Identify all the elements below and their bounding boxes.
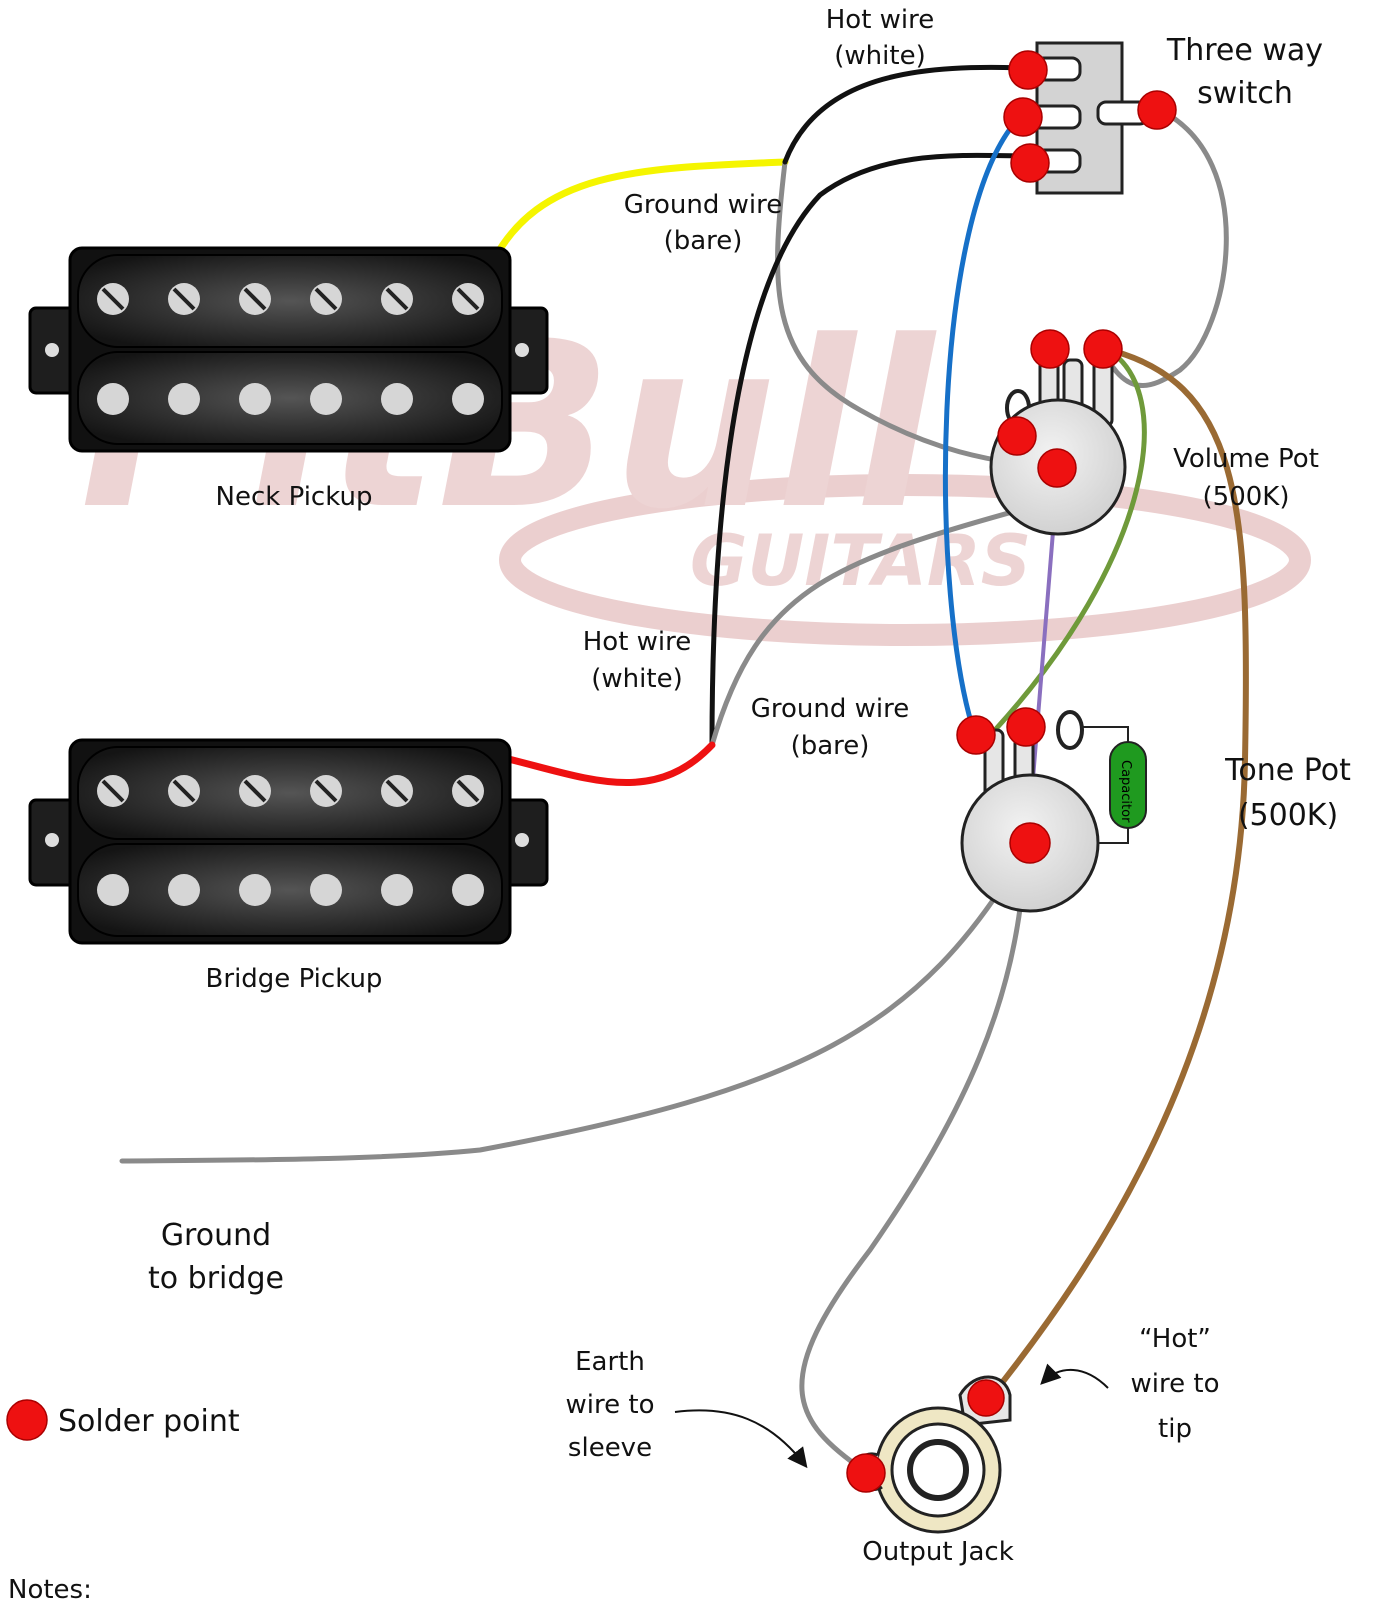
legend-solder-icon <box>6 1399 48 1441</box>
bridge-slug-poles <box>97 874 484 906</box>
wires <box>119 64 1249 1475</box>
wire-red-bridge <box>488 741 716 786</box>
legend-label: Solder point <box>58 1404 240 1439</box>
ground-wire-top-line1: Ground wire <box>624 190 783 220</box>
wire-black-neck-hot <box>782 64 1028 165</box>
earth-wire-line1: Earth <box>575 1347 645 1377</box>
earth-wire-line2: wire to <box>566 1390 655 1420</box>
solder-point <box>1137 90 1177 130</box>
arrow-to-tip <box>1040 1363 1109 1389</box>
ground-to-bridge-line1: Ground <box>161 1218 271 1253</box>
neck-slug-poles <box>97 383 484 415</box>
bridge-pickup-label: Bridge Pickup <box>206 964 383 994</box>
ground-wire-mid-line1: Ground wire <box>751 694 910 724</box>
capacitor-label: Capacitor <box>1118 760 1133 823</box>
solder-points <box>846 50 1177 1493</box>
solder-point <box>956 715 996 755</box>
hot-wire-top-line1: Hot wire <box>826 5 935 35</box>
wire-brown <box>987 345 1249 1401</box>
hot-wire-mid-line1: Hot wire <box>583 627 692 657</box>
volume-pot-label-line1: Volume Pot <box>1173 444 1319 474</box>
solder-point <box>1006 707 1046 747</box>
solder-point <box>1037 448 1077 488</box>
switch-label-line2: switch <box>1197 76 1293 111</box>
solder-point <box>1009 822 1051 864</box>
solder-point <box>1008 50 1048 90</box>
wire-yellow <box>488 158 789 267</box>
arrows <box>674 1363 1109 1469</box>
hot-tip-line1: “Hot” <box>1139 1324 1211 1354</box>
hot-tip-line2: wire to <box>1131 1369 1220 1399</box>
wire-gray-bridge-ground <box>709 497 1058 748</box>
neck-screw-poles <box>97 283 484 315</box>
arrow-to-sleeve <box>674 1409 808 1469</box>
hot-tip-line3: tip <box>1158 1414 1192 1444</box>
ground-wire-mid-line2: (bare) <box>791 731 870 761</box>
switch-label-line1: Three way <box>1166 33 1323 68</box>
solder-point <box>1003 97 1043 137</box>
ground-to-bridge-line2: to bridge <box>148 1261 284 1296</box>
wire-gray-earth <box>799 847 1028 1475</box>
capacitor-body <box>1109 741 1147 829</box>
output-jack-label: Output Jack <box>862 1537 1014 1567</box>
wire-black-bridge-hot <box>709 152 1028 748</box>
solder-point <box>1030 329 1070 369</box>
wire-gray-switch-out <box>1099 107 1229 389</box>
earth-wire-line3: sleeve <box>568 1433 652 1463</box>
solder-point <box>967 1379 1005 1417</box>
solder-point <box>997 416 1037 456</box>
tone-pot-label-line2: (500K) <box>1238 798 1338 833</box>
bridge-pickup <box>28 738 549 945</box>
hot-wire-mid-line2: (white) <box>591 664 682 694</box>
neck-pickup <box>28 246 549 453</box>
wire-green <box>992 345 1147 733</box>
wire-blue <box>942 114 1023 738</box>
tone-pot-label-line1: Tone Pot <box>1224 753 1351 788</box>
neck-pickup-label: Neck Pickup <box>216 482 373 512</box>
notes-heading: Notes: <box>8 1575 92 1605</box>
hot-wire-top-line2: (white) <box>834 41 925 71</box>
bridge-screw-poles <box>97 775 484 807</box>
volume-pot-label-line2: (500K) <box>1203 482 1290 512</box>
solder-point <box>846 1453 886 1493</box>
solder-point <box>1010 143 1050 183</box>
wire-gray-to-bridge <box>119 847 1028 1164</box>
labels: Three way switch Hot wire (white) Ground… <box>6 5 1351 1605</box>
ground-wire-top-line2: (bare) <box>664 226 743 256</box>
solder-point <box>1083 329 1123 369</box>
